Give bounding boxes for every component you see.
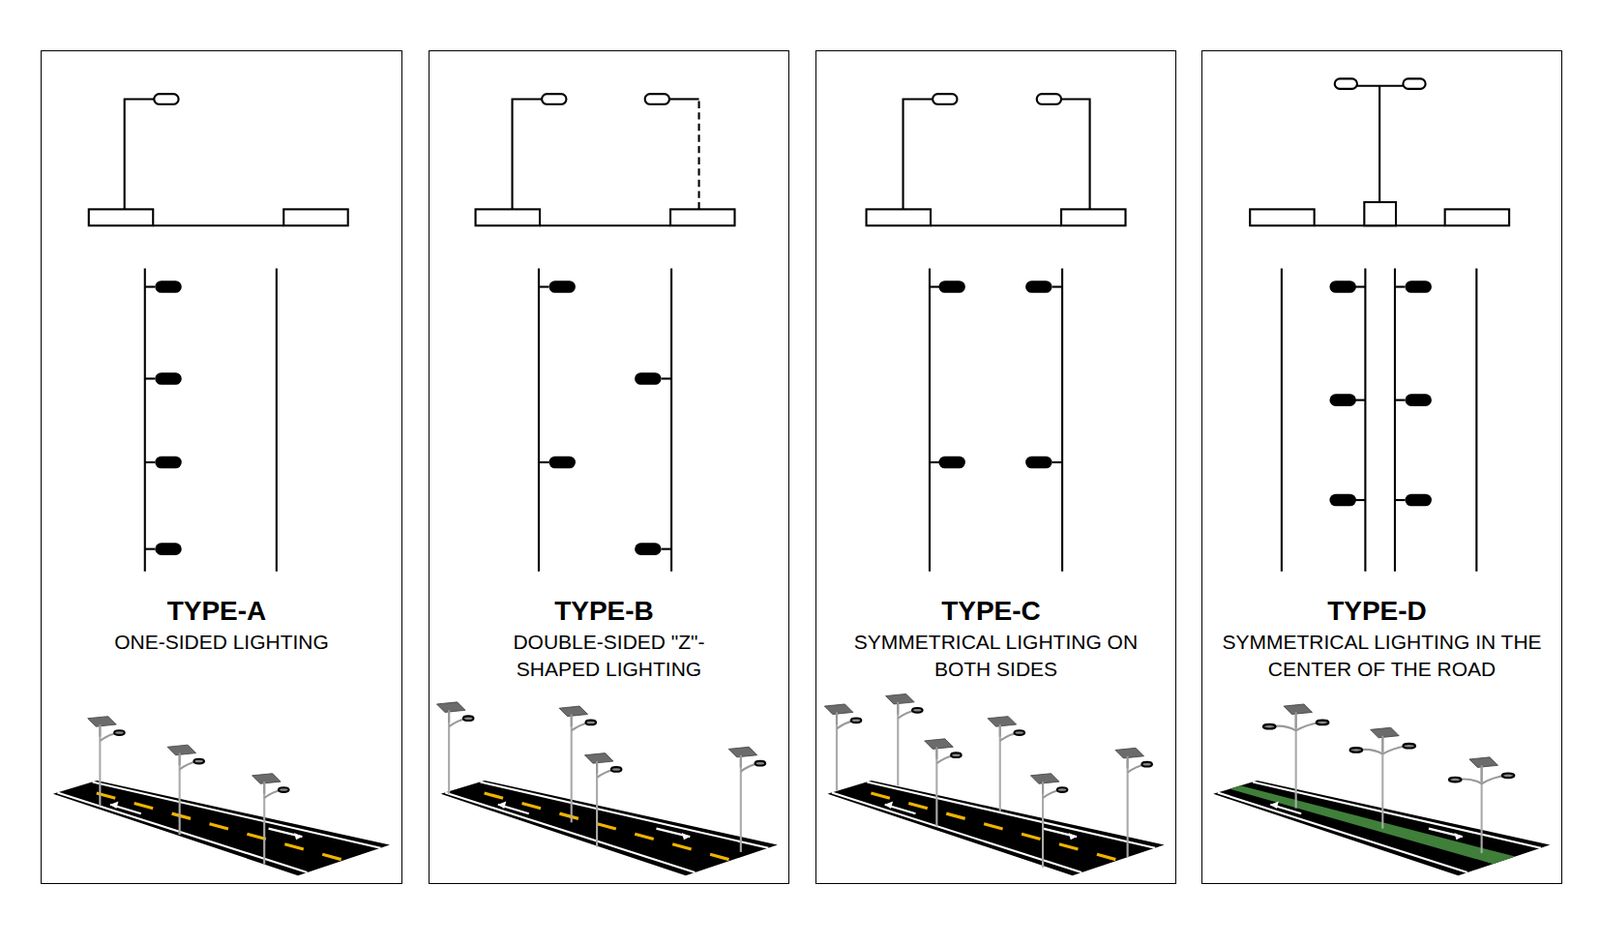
type-title: TYPE-D — [1202, 595, 1552, 627]
lighting-type-panel: TYPE-CSYMMETRICAL LIGHTING ON BOTH SIDES — [815, 50, 1177, 885]
type-title: TYPE-A — [41, 595, 392, 627]
road-perspective — [827, 780, 1164, 876]
type-description: ONE-SIDED LIGHTING — [46, 628, 397, 656]
type-title: TYPE-C — [816, 595, 1166, 627]
lighting-type-panel: TYPE-DSYMMETRICAL LIGHTING IN THE CENTER… — [1201, 50, 1563, 885]
type-description: SYMMETRICAL LIGHTING ON BOTH SIDES — [848, 628, 1145, 683]
type-description: DOUBLE-SIDED "Z"-SHAPED LIGHTING — [481, 628, 738, 683]
lighting-type-panel: TYPE-BDOUBLE-SIDED "Z"-SHAPED LIGHTING — [428, 50, 790, 885]
road-perspective — [441, 780, 778, 876]
type-title: TYPE-B — [429, 595, 779, 627]
type-description: SYMMETRICAL LIGHTING IN THE CENTER OF TH… — [1207, 628, 1557, 683]
lighting-type-panel: TYPE-AONE-SIDED LIGHTING — [40, 50, 403, 885]
road-perspective — [53, 780, 390, 876]
